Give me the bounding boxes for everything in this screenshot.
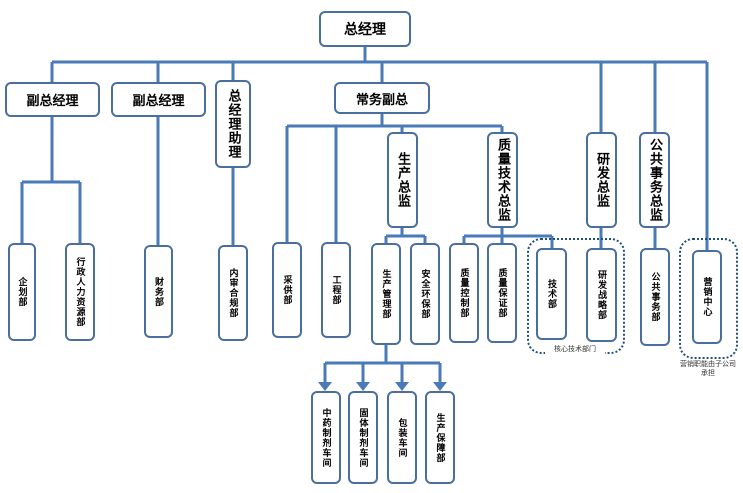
dept-purchasing[interactable]: 采供部: [272, 242, 302, 338]
executive-vp-box[interactable]: 常务副总: [334, 82, 430, 114]
workshop-packaging[interactable]: 包装车间: [387, 391, 417, 484]
core-tech-note: 核心技术部门: [545, 345, 605, 354]
vice-gm-2-box[interactable]: 副总经理: [111, 82, 206, 117]
subsidiary-note: 营销职能由子公司承担: [680, 360, 736, 377]
dept-public-affairs[interactable]: 公共事务部: [640, 248, 670, 346]
dept-audit-compliance[interactable]: 内审合规部: [218, 245, 248, 341]
marketing-group-border: [679, 238, 738, 359]
dept-rnd-strategy[interactable]: 研发战略部: [586, 248, 617, 342]
quality-tech-director-box[interactable]: 质量技术总监: [487, 132, 518, 228]
dept-safety-env[interactable]: 安全环保部: [410, 243, 440, 345]
public-affairs-director-box[interactable]: 公共事务总监: [639, 132, 670, 228]
ceo-box[interactable]: 总经理: [319, 11, 411, 47]
dept-production-mgmt[interactable]: 生产管理部: [371, 243, 401, 345]
dept-quality-assurance[interactable]: 质量保证部: [487, 243, 517, 343]
dept-quality-control[interactable]: 质量控制部: [449, 243, 479, 343]
workshop-production-support[interactable]: 生产保障部: [425, 391, 455, 484]
vice-gm-1-box[interactable]: 副总经理: [5, 82, 100, 117]
dept-admin-hr[interactable]: 行政人力资源部: [65, 243, 95, 341]
gm-assistant-box[interactable]: 总经理助理: [215, 80, 251, 168]
workshop-solid-pharma[interactable]: 固体制剂车间: [348, 391, 378, 484]
dept-planning[interactable]: 企划部: [8, 243, 36, 341]
dept-engineering[interactable]: 工程部: [321, 242, 351, 338]
dept-finance[interactable]: 财务部: [144, 245, 173, 338]
rnd-director-box[interactable]: 研发总监: [586, 132, 617, 228]
dept-technology[interactable]: 技术部: [536, 248, 567, 340]
dept-marketing-center[interactable]: 营销中心: [692, 250, 722, 344]
workshop-tcm-pharma[interactable]: 中药制剂车间: [311, 391, 341, 484]
production-director-box[interactable]: 生产总监: [387, 132, 418, 228]
